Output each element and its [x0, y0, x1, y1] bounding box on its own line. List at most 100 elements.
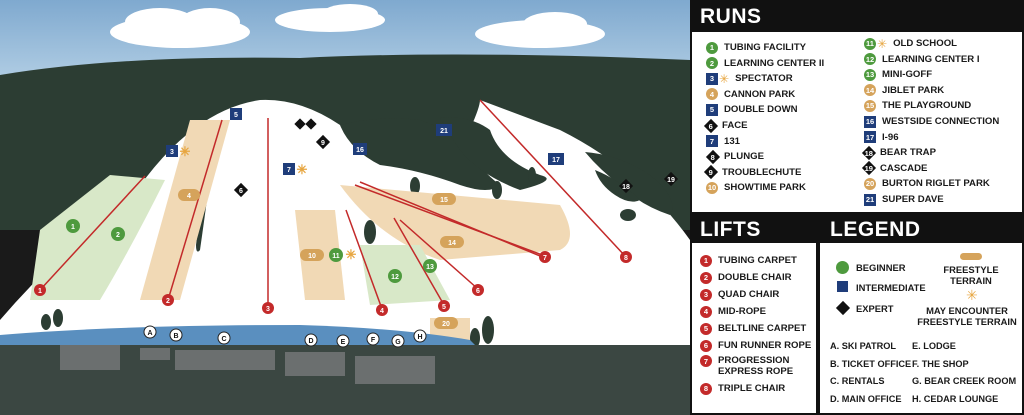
svg-text:1: 1 [71, 224, 75, 231]
lodge-buildings [60, 345, 435, 384]
expert-icon: 6 [703, 118, 719, 133]
run-item: 4 CANNON PARK [706, 87, 795, 102]
run-label: SHOWTIME PARK [724, 182, 806, 194]
svg-text:4: 4 [380, 308, 384, 315]
beginner-icon: 1 [706, 41, 718, 54]
svg-text:8: 8 [624, 255, 628, 262]
freestyle-star-icon: ✳ [877, 36, 888, 51]
lift-label: DOUBLE CHAIR [718, 272, 792, 283]
run-label: MINI-GOFF [882, 69, 933, 81]
svg-text:3: 3 [266, 306, 270, 313]
svg-text:✳: ✳ [346, 247, 357, 262]
run-item: 12 LEARNING CENTER I [864, 52, 980, 67]
svg-text:17: 17 [552, 157, 560, 164]
legend-box: BEGINNER INTERMEDIATE EXPERT FREESTYLE T… [820, 243, 1022, 413]
beginner-icon: 11 [864, 37, 876, 50]
legend-beginner: BEGINNER [856, 262, 906, 273]
run-label: BURTON RIGLET PARK [882, 178, 990, 190]
lift-marker-numbers: 1 2 3 4 5 6 7 8 [38, 255, 628, 315]
run-label: THE PLAYGROUND [882, 100, 972, 112]
freestyle-terrain-icon: 10 [706, 181, 718, 194]
legend-title: LEGEND [830, 218, 921, 241]
freestyle-terrain-icon: 14 [864, 84, 876, 97]
svg-text:1: 1 [38, 288, 42, 295]
facility-key: C. RENTALS [830, 376, 885, 386]
svg-text:6: 6 [239, 188, 243, 195]
freestyle-terrain-icon: 15 [864, 99, 876, 112]
run-item: 5 DOUBLE DOWN [706, 102, 798, 117]
run-label: SUPER DAVE [882, 194, 944, 205]
lift-label: FUN RUNNER ROPE [718, 340, 812, 351]
lift-label: MID-ROPE [718, 306, 766, 317]
beginner-icon: 12 [864, 53, 876, 66]
expert-icon: 19 [861, 161, 877, 176]
lift-icon: 4 [700, 305, 712, 318]
legend-freestyle-terrain: FREESTYLE TERRAIN [943, 264, 999, 286]
runs-title: RUNS [700, 5, 762, 28]
lift-label: TRIPLE CHAIR [718, 383, 786, 394]
run-label: SPECTATOR [735, 73, 793, 85]
svg-text:7: 7 [543, 255, 547, 262]
lift-icon: 3 [700, 288, 712, 301]
svg-text:14: 14 [448, 240, 456, 247]
svg-text:5: 5 [442, 304, 446, 311]
expert-icon: 18 [861, 145, 877, 160]
facility-key: G. BEAR CREEK ROOM [912, 376, 1017, 386]
intermediate-icon [837, 281, 848, 292]
lift-item: 4 MID-ROPE [700, 304, 814, 319]
svg-text:✳: ✳ [180, 144, 191, 159]
svg-text:9: 9 [321, 140, 325, 147]
intermediate-icon: 3 [706, 72, 718, 85]
svg-text:E: E [341, 339, 346, 346]
svg-text:H: H [417, 334, 422, 341]
run-label: CANNON PARK [724, 88, 796, 100]
svg-text:D: D [308, 338, 313, 345]
trail-map: 1 2 3 4 5 6 7 8 1 2 3 4 5 6 7 9 10 11 12… [0, 0, 690, 415]
freestyle-terrain-icon: 4 [706, 88, 718, 101]
lift-label: QUAD CHAIR [718, 289, 780, 300]
run-label: TROUBLECHUTE [722, 166, 802, 178]
run-label: WESTSIDE CONNECTION [882, 116, 1000, 127]
run-markers: 1 2 3 4 5 6 7 9 10 11 12 13 14 15 16 17 … [66, 108, 679, 329]
run-label: TUBING FACILITY [724, 42, 807, 53]
svg-text:G: G [395, 339, 401, 346]
svg-text:18: 18 [622, 184, 630, 191]
svg-text:F: F [371, 337, 376, 344]
run-label: DOUBLE DOWN [724, 104, 798, 116]
run-item: 10 SHOWTIME PARK [706, 180, 806, 195]
lift-label: BELTLINE CARPET [718, 323, 807, 334]
facility-key: B. TICKET OFFICE [830, 358, 912, 369]
clouds [110, 4, 605, 48]
facility-key: D. MAIN OFFICE [830, 393, 902, 404]
lifts-title: LIFTS [700, 218, 761, 241]
legend-expert: EXPERT [856, 303, 894, 314]
svg-text:3: 3 [170, 149, 174, 156]
building-labels: A B C D E F G H [143, 325, 427, 348]
svg-text:6: 6 [476, 288, 480, 295]
run-label: LEARNING CENTER I [882, 53, 980, 65]
svg-text:✳: ✳ [297, 162, 308, 177]
intermediate-icon: 5 [706, 103, 718, 116]
beginner-icon: 2 [706, 57, 718, 70]
svg-text:2: 2 [116, 232, 120, 239]
expert-icon [835, 300, 851, 316]
facility-key: F. THE SHOP [912, 358, 969, 369]
run-item: 3✳SPECTATOR [706, 71, 793, 86]
lift-icon: 1 [700, 254, 712, 267]
run-label: 131 [724, 135, 741, 147]
svg-text:19: 19 [667, 177, 675, 184]
svg-text:21: 21 [440, 128, 448, 135]
